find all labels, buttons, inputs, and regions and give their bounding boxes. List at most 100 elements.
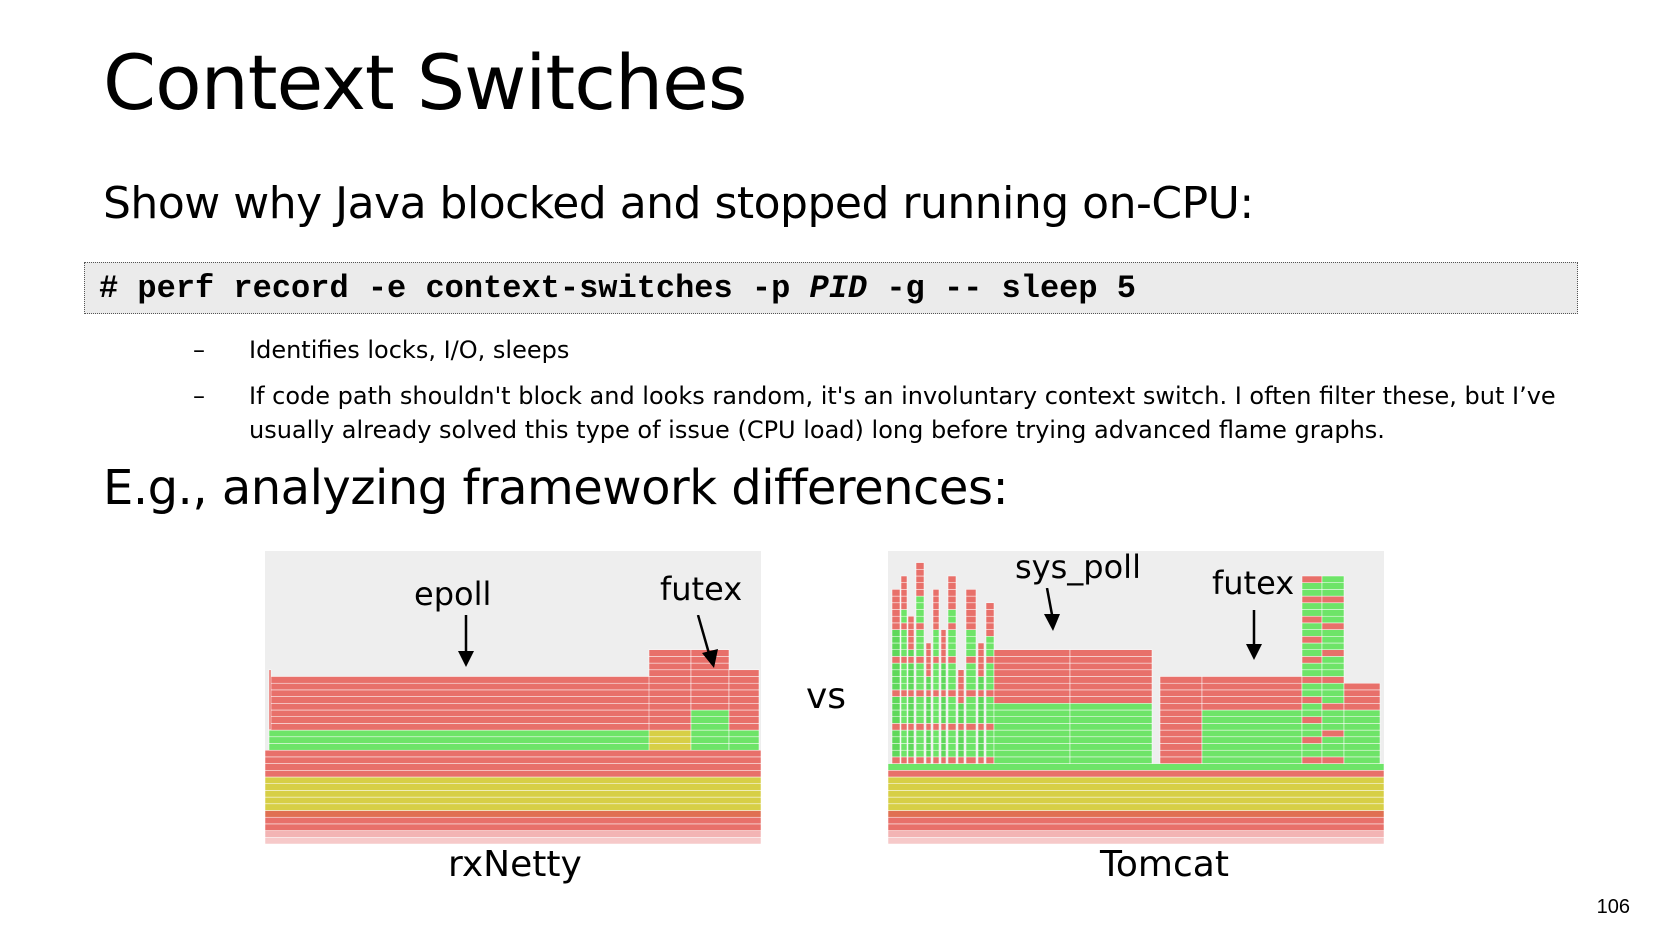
flame-frame-right [1343,723,1381,731]
flame-frame-col [900,589,908,597]
flame-frame-col [965,642,977,650]
bullet-text: Identifies locks, I/O, sleeps [249,336,570,364]
flame-frame-col [900,582,908,590]
flame-frame-col [932,749,940,758]
flame-frame-right [1301,582,1323,590]
flame-frame-right [1301,595,1323,604]
flame-frame-col [965,749,977,758]
flame-frame-col [965,743,977,751]
flame-frame-col [932,723,940,731]
rxnetty-flame-graph-image [265,649,761,844]
flame-frame-col [977,729,985,738]
flame-frame-col [965,595,977,604]
flame-frame-col [925,729,932,738]
tomcat-futex-arrow-icon [1246,610,1262,660]
flame-frame-mid [1159,682,1203,691]
flame-frame-col [925,716,932,724]
flame-frame-mid [1159,716,1203,724]
flame-frame-col [915,649,925,657]
flame-frame-right [1321,696,1345,704]
flame-frame-futex [648,743,692,751]
flame-frame-epoll [268,703,654,711]
flame-frame-right [1321,736,1345,744]
flame-frame-right [1321,729,1345,738]
flame-frame-col [965,709,977,717]
flame-frame-futex [648,682,692,691]
flame-frame-base [265,816,761,825]
flame-frame-futex [648,736,692,744]
flame-frame-epoll [268,696,654,704]
flame-frame-col [915,736,925,744]
flame-frame-col [932,729,940,738]
flame-frame-col [947,723,957,731]
flame-frame-col [985,703,995,711]
flame-frame-col [891,609,901,617]
flame-frame-syspoll [1069,656,1153,664]
flame-frame-col [965,689,977,697]
flame-frame-col [900,723,908,731]
flame-frame-col [947,682,957,691]
flame-frame-col [891,615,901,624]
flame-frame-futex [690,682,730,691]
flame-frame-col [915,642,925,650]
flame-frame-right [1343,716,1381,724]
flame-frame-futex [1201,716,1303,724]
flame-frame-col [932,662,940,671]
flame-frame-col [907,656,915,664]
flame-frame-col [907,615,915,624]
flame-frame-right [1343,709,1381,717]
flame-frame-col [891,676,901,684]
flame-frame-right [1321,589,1345,597]
flame-frame-col [957,696,965,704]
flame-frame-col [985,636,995,644]
flame-frame-col [925,649,932,657]
flame-frame-futex [690,709,730,717]
flame-frame-right [1301,716,1323,724]
flame-frame-futex [648,729,692,738]
flame-frame-col [915,716,925,724]
tomcat-sys-poll-arrow-icon [1044,588,1060,631]
flame-frame-col [900,696,908,704]
flame-frame-futex [1201,756,1303,764]
flame-frame-col [891,723,901,731]
flame-frame-col [985,709,995,717]
flame-frame-col [932,682,940,691]
flame-frame-mid [1159,756,1203,764]
flame-frame-col [932,656,940,664]
flame-frame-col [915,595,925,604]
flame-frame-syspoll [993,676,1071,684]
flame-frame-col [977,756,985,764]
flame-frame-mid [1159,729,1203,738]
flame-frame-col [977,642,985,650]
flame-frame-right [1343,703,1381,711]
flame-frame-col [947,676,957,684]
flame-frame-col [915,582,925,590]
flame-frame-col [925,736,932,744]
slide-title: Context Switches [103,38,748,127]
flame-frame-col [891,709,901,717]
flame-frame-col [932,669,940,677]
flame-frame-right [1321,716,1345,724]
flame-frame-col [947,622,957,630]
flame-frame-col [965,669,977,677]
flame-frame-col [891,636,901,644]
flame-frame-base [888,770,1384,778]
flame-frame-col [965,602,977,610]
vs-label: vs [806,676,847,717]
flame-frame-col [891,656,901,664]
flame-frame-base [888,803,1384,811]
flame-frame-col [932,756,940,764]
flame-frame-mid [1159,749,1203,758]
flame-frame-right [1301,669,1323,677]
flame-frame-base [265,776,761,784]
flame-frame-right [1301,602,1323,610]
flame-frame-right [1301,689,1323,697]
flame-frame-col [915,729,925,738]
flame-frame-right [1321,575,1345,583]
tomcat-flame-graph [888,551,1384,844]
flame-frame-col [977,709,985,717]
flame-frame-syspoll [993,743,1071,751]
flame-frame-col [965,723,977,731]
flame-frame-col [907,716,915,724]
flame-frame-futex [648,656,692,664]
